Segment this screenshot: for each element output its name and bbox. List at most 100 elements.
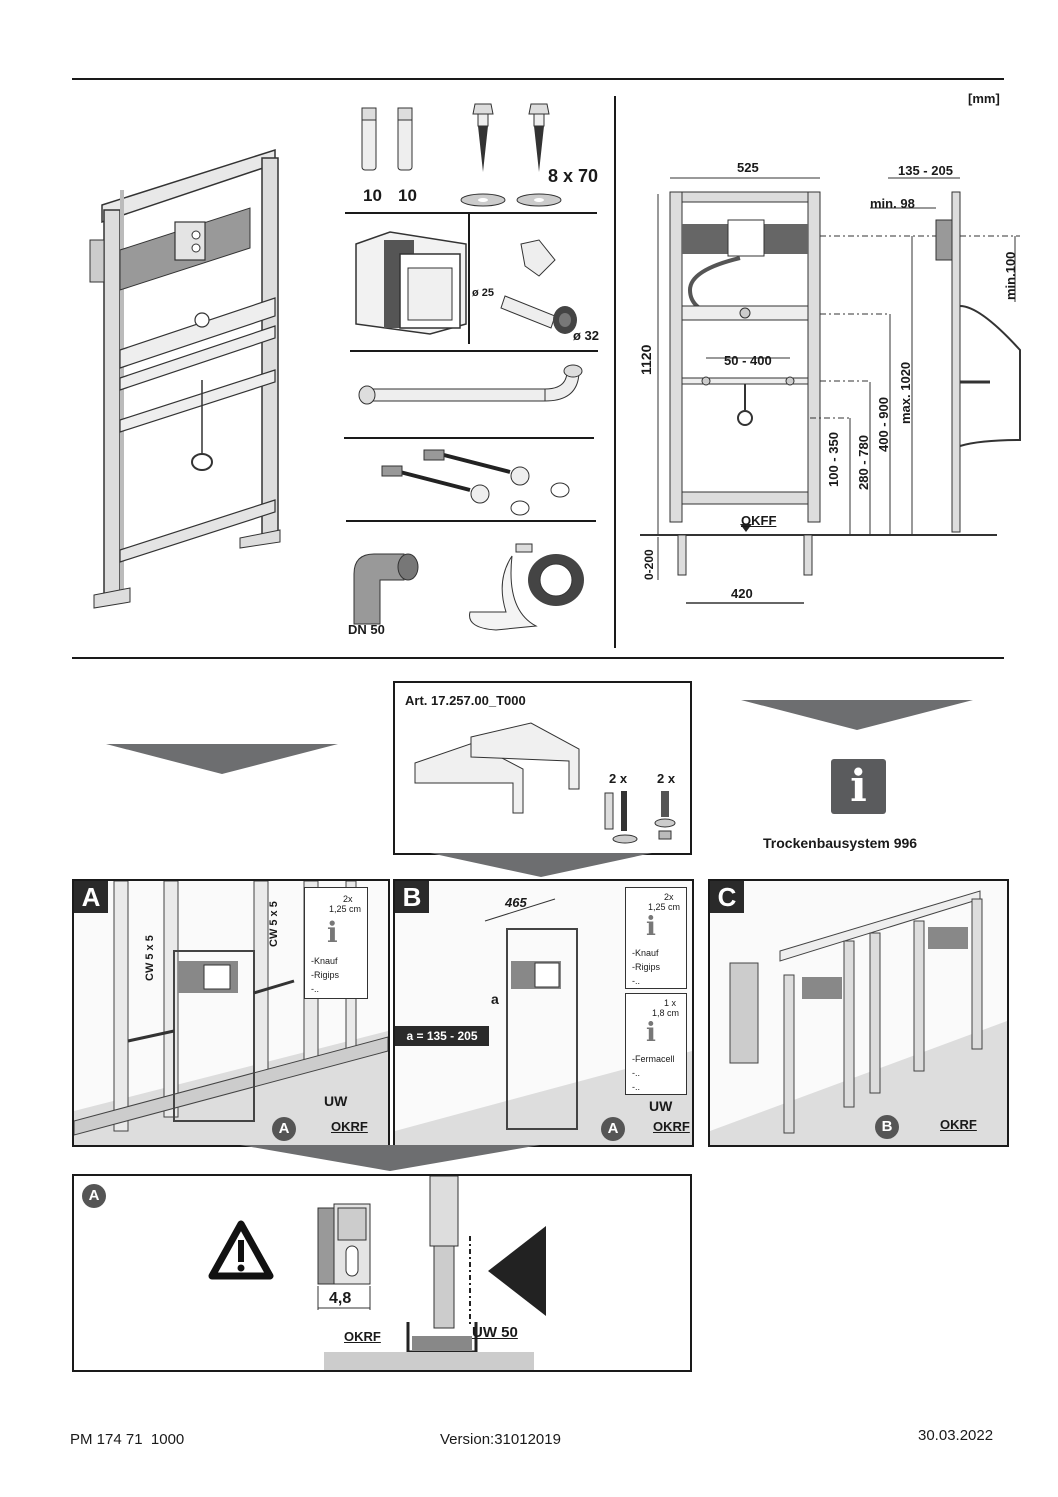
top-rule [72, 78, 1004, 80]
panel-b-note-1-item: -Knauf [632, 948, 659, 958]
panel-a-note: 2x 1,25 cm i -Knauf -Rigips -.. [304, 887, 368, 999]
panel-a: A CW 5 x 5 CW 5 x 5 2x 1,25 cm i -Knauf … [72, 879, 390, 1147]
accessory-qty-left: 2 x [609, 771, 628, 786]
arrow-down-center [430, 853, 652, 877]
siphon-icon [469, 543, 584, 631]
pipe-diameter-large: ø 32 [573, 328, 600, 343]
dim-min-height-top: min.100 [1003, 251, 1018, 300]
info-icon: i [831, 759, 886, 814]
flush-box-icon [355, 231, 467, 335]
panel-a-note-item: -Knauf [311, 956, 338, 966]
dim-inlet-height: 280 - 780 [856, 435, 871, 490]
dowel-size-1: 10 [363, 186, 382, 205]
panel-c-marker: B [875, 1115, 899, 1139]
frame-illustration [89, 148, 281, 609]
panel-b-note-2-item: -Fermacell [632, 1054, 675, 1064]
pipe-diameter-small: ø 25 [472, 287, 495, 299]
dim-width: 525 [737, 160, 759, 175]
panel-b-note-1-item: -.. [632, 976, 640, 986]
dim-leg-spacing: 420 [731, 586, 753, 601]
parts-rule-v [468, 214, 470, 344]
screw-size: 8 x 70 [548, 166, 599, 186]
accessory-article: Art. 17.257.00_T000 [405, 693, 526, 708]
accessory-qty-right: 2 x [657, 771, 676, 786]
panel-c-illustration [710, 890, 1007, 1145]
panel-b-note-2-thickness: 1,8 cm [652, 1008, 680, 1018]
panel-b-note-2: 1 x 1,8 cm i -Fermacell -.. -.. [625, 993, 687, 1095]
panel-a-profile-right: CW 5 x 5 [268, 901, 280, 947]
detail-a-floor-label: OKRF [344, 1329, 381, 1344]
middle-rule [72, 657, 1004, 659]
panel-a-note-item: -Rigips [311, 970, 340, 980]
dim-height: 1120 [638, 344, 654, 375]
dimension-drawing [640, 177, 1021, 604]
pipe-connector-icon [500, 239, 577, 334]
panel-a-marker: A [272, 1117, 296, 1141]
panel-b-a-range: a = 135 - 205 [395, 1026, 489, 1046]
parts-rule-1 [345, 212, 597, 214]
detail-a-profile-label: UW 50 [472, 1324, 518, 1341]
arrow-down-left [106, 744, 338, 774]
panel-b-note-1-item: -Rigips [632, 962, 661, 972]
parts-rule-4 [346, 520, 596, 522]
warning-icon [208, 1220, 274, 1280]
panel-b-note-1-qty: 2x [664, 892, 674, 902]
floor-label-okff: OKFF [741, 513, 777, 528]
mounting-bolts-icon [381, 449, 570, 516]
panel-c-letter: C [710, 881, 744, 913]
arrow-down-right [741, 700, 973, 730]
panel-b-note-1: 2x 1,25 cm i -Knauf -Rigips -.. [625, 887, 687, 989]
panel-a-floor-label: OKRF [331, 1119, 368, 1134]
panel-a-illustration [74, 881, 388, 1145]
detail-a-dimension: 4,8 [329, 1290, 352, 1307]
uw-profile-section [324, 1176, 546, 1370]
wall-bracket-icon [414, 722, 580, 814]
info-system-label: Trockenbausystem 996 [763, 835, 918, 851]
dowel-icon [361, 107, 413, 171]
parts-divider-right [614, 96, 616, 648]
panel-c: C B OKRF [708, 879, 1009, 1147]
dim-leg-extension: 0-200 [642, 549, 656, 580]
panel-b-uw-label: UW [649, 1098, 673, 1114]
info-icon: i [646, 912, 656, 942]
footer-date: 30.03.2022 [918, 1427, 994, 1444]
screw-icon [460, 103, 562, 207]
footer-doc-number: PM 174 71 1000 [70, 1431, 185, 1448]
panel-a-note-thickness: 1,25 cm [329, 904, 362, 914]
accessory-box: Art. 17.257.00_T000 2 x 2 x [393, 681, 692, 855]
profile-detail-icon [317, 1203, 371, 1310]
panel-b-note-2-item: -.. [632, 1068, 640, 1078]
dim-min-depth: min. 98 [870, 196, 915, 211]
dim-drain-height: 100 - 350 [826, 432, 841, 487]
elbow-icon [353, 553, 419, 625]
arrow-down-detail [240, 1145, 540, 1171]
panel-b-marker: A [601, 1117, 625, 1141]
info-icon: i [646, 1018, 656, 1048]
anchor-screws-icon [604, 791, 676, 844]
panel-b-letter: B [395, 881, 429, 913]
footer-version: Version:31012019 [440, 1431, 561, 1448]
panel-b-note-2-item: -.. [632, 1082, 640, 1092]
dim-bracket-spacing: 50 - 400 [724, 353, 772, 368]
info-icon: i [327, 916, 338, 949]
supply-pipe-icon [358, 364, 583, 405]
panel-a-profile-left: CW 5 x 5 [144, 935, 156, 981]
detail-a-marker: A [82, 1184, 106, 1208]
panel-a-note-qty: 2x [343, 894, 353, 904]
panel-b: B 465 a a = 135 - 205 2x 1,25 cm i -Knau… [393, 879, 694, 1147]
panel-a-letter: A [74, 881, 108, 913]
dim-bracket-height: 400 - 900 [876, 397, 891, 452]
panel-b-floor-label: OKRF [653, 1119, 690, 1134]
dim-max-height: max. 1020 [898, 361, 913, 424]
parts-rule-3 [344, 437, 594, 439]
panel-c-floor-label: OKRF [940, 1117, 977, 1132]
elbow-label: DN 50 [348, 622, 385, 637]
dim-wall-distance: 135 - 205 [898, 163, 953, 178]
panel-a-uw-label: UW [324, 1093, 348, 1109]
units-label: [mm] [968, 91, 1000, 106]
panel-b-note-1-thickness: 1,25 cm [648, 902, 681, 912]
panel-a-note-item: -.. [311, 984, 319, 994]
panel-b-a-label: a [491, 991, 499, 1007]
dowel-size-2: 10 [398, 186, 417, 205]
parts-rule-2 [350, 350, 598, 352]
